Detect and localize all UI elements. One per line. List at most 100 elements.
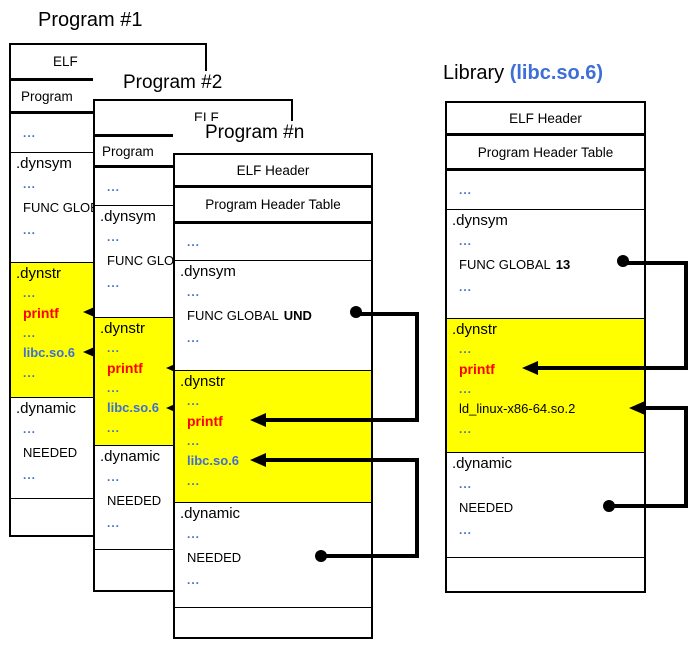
- dynstr-label: .dynstr: [452, 321, 498, 338]
- dynsym-label: .dynsym: [452, 212, 508, 229]
- printf-string: printf: [107, 360, 143, 376]
- ellipsis: ...: [107, 381, 121, 395]
- ellipsis: ...: [23, 366, 37, 380]
- connector-needed-lib-h2: [643, 406, 688, 410]
- elf-header-cell: ELF Header: [447, 103, 644, 136]
- ellipsis: ...: [23, 326, 37, 340]
- connector-needed-pn-v: [415, 458, 419, 558]
- program2-title: Program #2: [93, 71, 293, 99]
- ellipsis: ...: [187, 573, 201, 587]
- program-header-table-cell: Program Header Table: [447, 136, 644, 171]
- library-box: ELF Header Program Header Table ... .dyn…: [445, 101, 646, 593]
- program-header-label: Program Header Table: [205, 197, 341, 212]
- ellipsis: ...: [187, 331, 201, 345]
- connector-needed-lib-h1: [609, 504, 688, 508]
- ellipsis: ...: [23, 468, 37, 482]
- printf-string: printf: [459, 361, 495, 377]
- connector-dot-und: [350, 306, 362, 318]
- dynsym-label: .dynsym: [100, 208, 156, 225]
- programn-title: Program #n: [173, 121, 373, 153]
- connector-needed-pn-h1: [321, 554, 419, 558]
- libname-string: libc.so.6: [187, 453, 240, 468]
- connector-func13-h1: [623, 261, 688, 265]
- elf-header-cell: ELF Header: [175, 155, 371, 188]
- library-title-libname: (libc.so.6): [509, 62, 604, 84]
- needed-entry: NEEDED: [459, 500, 514, 515]
- ellipsis: ...: [23, 177, 37, 191]
- connector-dot-needed-pn: [315, 550, 327, 562]
- needed-entry: NEEDED: [187, 550, 242, 565]
- ellipsis: ...: [107, 276, 121, 290]
- ellipsis: ...: [23, 223, 37, 237]
- program1-title: Program #1: [38, 7, 143, 33]
- ellipsis: ...: [107, 421, 121, 435]
- arrowhead-needed-to-libname: [250, 453, 266, 467]
- ellipsis: ...: [459, 342, 473, 356]
- dynsym-label: .dynsym: [16, 155, 72, 172]
- programn-box: ELF Header Program Header Table ... .dyn…: [173, 153, 373, 639]
- connector-needed-lib-v: [684, 406, 688, 508]
- library-title: Library (libc.so.6): [443, 60, 604, 86]
- library-title-text: Library: [443, 62, 505, 84]
- connector-und-h1: [356, 312, 419, 316]
- ellipsis-cell: ...: [447, 171, 644, 210]
- ellipsis: ...: [459, 234, 473, 248]
- ellipsis: ...: [187, 474, 201, 488]
- ellipsis: ...: [107, 179, 121, 194]
- ellipsis: ...: [459, 422, 473, 436]
- dynstr-label: .dynstr: [16, 265, 62, 282]
- ld-linux-string: ld_linux-x86-64.so.2: [459, 401, 576, 416]
- dynstr-section: .dynstr ... printf ... ld_linux-x86-64.s…: [447, 319, 644, 453]
- ellipsis: ...: [23, 422, 37, 436]
- empty-cell: [447, 558, 644, 591]
- printf-string: printf: [187, 413, 223, 429]
- needed-entry: NEEDED: [23, 445, 78, 460]
- dynamic-label: .dynamic: [180, 505, 241, 522]
- elf-header-label: ELF Header: [509, 110, 582, 126]
- dynamic-section: .dynamic ... NEEDED ...: [175, 503, 371, 608]
- libname-string: libc.so.6: [107, 400, 160, 415]
- connector-dot-func13: [617, 255, 629, 267]
- ellipsis: ...: [187, 235, 201, 249]
- ellipsis: ...: [187, 285, 201, 299]
- empty-cell: [175, 608, 371, 637]
- ellipsis: ...: [459, 477, 473, 491]
- ellipsis: ...: [107, 341, 121, 355]
- dynstr-label: .dynstr: [180, 373, 226, 390]
- dynstr-label: .dynstr: [100, 320, 146, 337]
- ellipsis: ...: [187, 434, 201, 448]
- ellipsis-cell: ...: [175, 224, 371, 261]
- connector-needed-pn-h2: [264, 458, 419, 462]
- dynstr-section: .dynstr ... printf ... libc.so.6 ...: [175, 371, 371, 503]
- needed-entry: NEEDED: [107, 493, 162, 508]
- ellipsis: ...: [459, 382, 473, 396]
- program-header-label: Program: [102, 143, 154, 159]
- ellipsis: ...: [459, 183, 473, 197]
- ellipsis: ...: [187, 527, 201, 541]
- connector-func13-h2: [536, 366, 688, 370]
- connector-func13-v: [684, 261, 688, 370]
- ellipsis: ...: [107, 516, 121, 530]
- program-header-label: Program: [21, 88, 73, 104]
- ellipsis: ...: [459, 280, 473, 294]
- ellipsis: ...: [459, 523, 473, 537]
- connector-und-v: [415, 312, 419, 422]
- libname-string: libc.so.6: [23, 345, 76, 360]
- ellipsis: ...: [107, 470, 121, 484]
- dynamic-section: .dynamic ... NEEDED ...: [447, 453, 644, 558]
- ellipsis: ...: [23, 286, 37, 300]
- elf-header-label: ELF: [53, 54, 78, 69]
- connector-und-h2: [264, 418, 419, 422]
- program-header-table-cell: Program Header Table: [175, 188, 371, 224]
- arrowhead-func13-to-printf: [522, 361, 538, 375]
- connector-dot-needed-lib: [603, 500, 615, 512]
- dynsym-label: .dynsym: [180, 263, 236, 280]
- dynamic-label: .dynamic: [452, 455, 513, 472]
- ellipsis: ...: [23, 126, 37, 140]
- dynamic-label: .dynamic: [16, 400, 77, 417]
- dynamic-label: .dynamic: [100, 448, 161, 465]
